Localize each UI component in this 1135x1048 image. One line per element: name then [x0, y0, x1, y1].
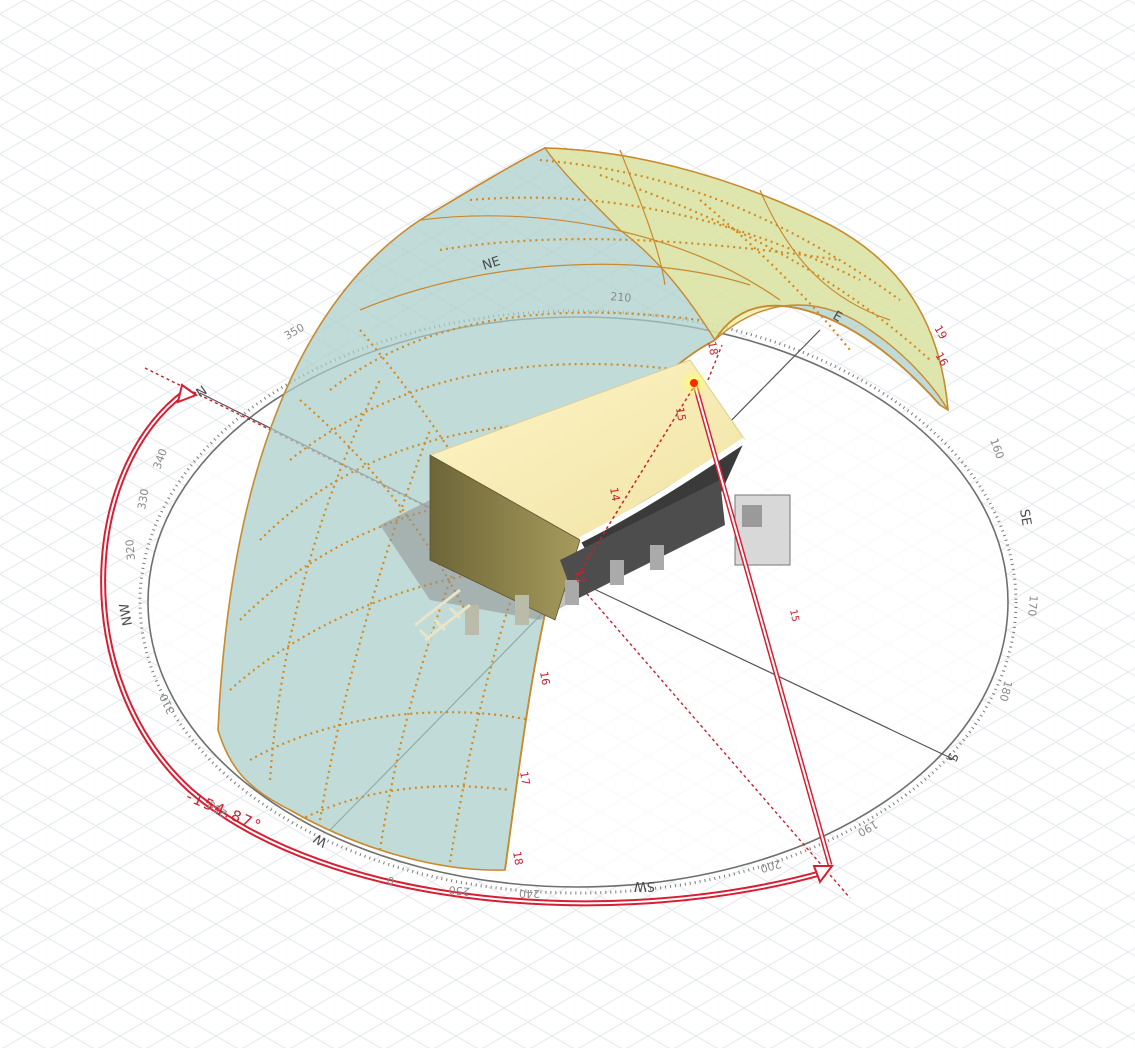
hour-label: 18	[705, 340, 720, 356]
degree-label: 210	[610, 290, 632, 305]
degree-label: 330	[135, 488, 151, 511]
label-nw: NW	[117, 602, 136, 627]
hour-label: 15	[787, 608, 800, 623]
azimuth-reference-line	[574, 579, 851, 899]
hour-label: 13	[572, 568, 587, 584]
label-sw: SW	[634, 878, 655, 893]
hour-label: 18	[510, 850, 525, 866]
azimuth-arc-arrow	[100, 383, 834, 907]
building-model	[380, 359, 791, 642]
hour-label: 19	[931, 323, 949, 342]
label-se: SE	[1016, 508, 1034, 527]
hour-labels: 18 16 15 14 13 17 18 19 16 15	[510, 323, 951, 866]
sun-vector	[574, 344, 833, 866]
north-reference-line	[144, 367, 576, 581]
degree-label: 240	[519, 887, 540, 900]
degree-label: 180	[997, 679, 1015, 703]
degree-label: 200	[759, 857, 783, 875]
hour-label: 16	[932, 350, 950, 369]
hour-label: 17	[517, 770, 532, 786]
hour-label: 14	[607, 486, 622, 502]
degree-label: 320	[123, 539, 138, 561]
hour-label: 16	[537, 670, 552, 686]
degree-label: 170	[1025, 595, 1040, 617]
label-ne: NE	[481, 254, 503, 274]
degree-label: 0	[386, 873, 396, 887]
hour-label: 15	[673, 406, 688, 422]
degree-label: 250	[448, 883, 470, 898]
sun-marker-icon	[680, 369, 708, 397]
